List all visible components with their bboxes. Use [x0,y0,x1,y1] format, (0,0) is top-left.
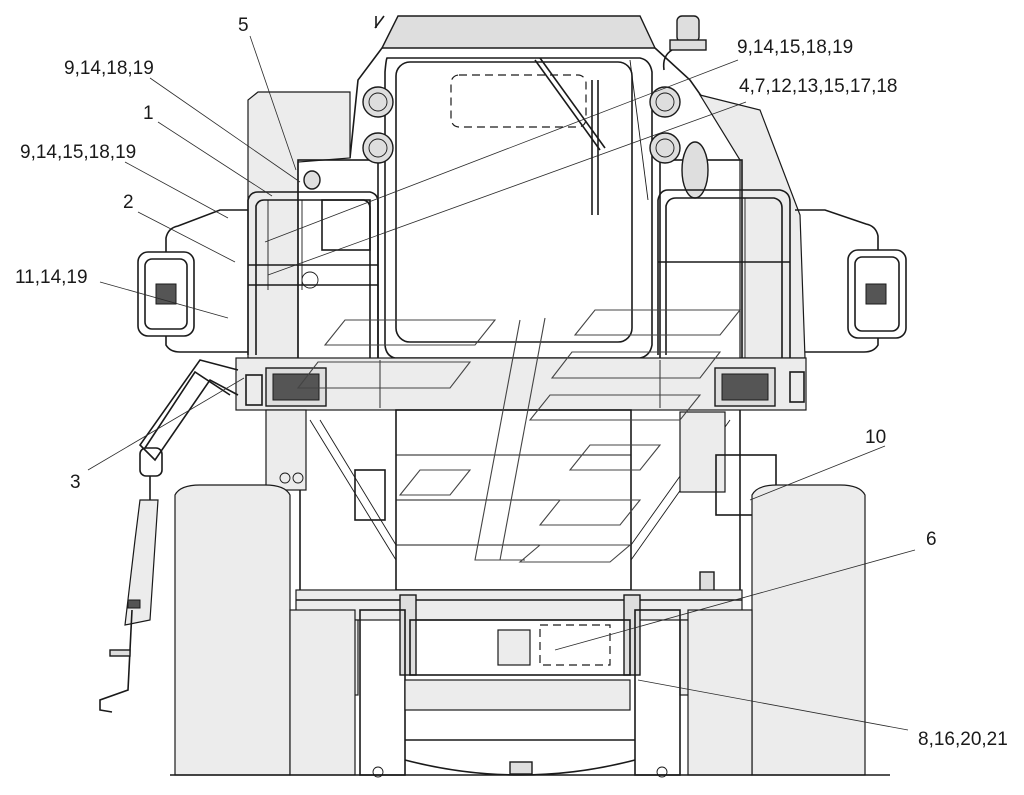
callout-5: 5 [238,15,249,36]
right-front-tire [687,484,866,776]
callout-9-14-15-18-19-left: 9,14,15,18,19 [20,142,137,163]
left-front-tire [174,484,356,776]
callout-8-16-20-21: 8,16,20,21 [918,729,1008,750]
left-mirror [137,209,248,353]
callout-2: 2 [123,192,134,213]
lower-frame [170,609,890,778]
callout-10: 10 [865,427,887,448]
watermark-logo [296,309,742,563]
front-beam [235,357,807,411]
front-axle [295,589,743,696]
cab-body [247,57,806,361]
beacon-light [662,15,707,71]
left-access-ladder [99,359,239,713]
leader-lines [87,35,916,731]
callout-9-14-18-19: 9,14,18,19 [64,58,154,79]
callout-3: 3 [70,472,81,493]
right-handrail [657,189,791,360]
cab-lights [303,86,709,199]
callout-9-14-15-18-19-right: 9,14,15,18,19 [737,37,854,58]
callout-4-7-12-13-15-17-18: 4,7,12,13,15,17,18 [739,76,898,97]
callout-1: 1 [143,103,154,124]
callout-11-14-19: 11,14,19 [15,267,88,288]
right-mirror [795,209,907,353]
callout-6: 6 [926,529,937,550]
chassis-frame [265,409,777,595]
